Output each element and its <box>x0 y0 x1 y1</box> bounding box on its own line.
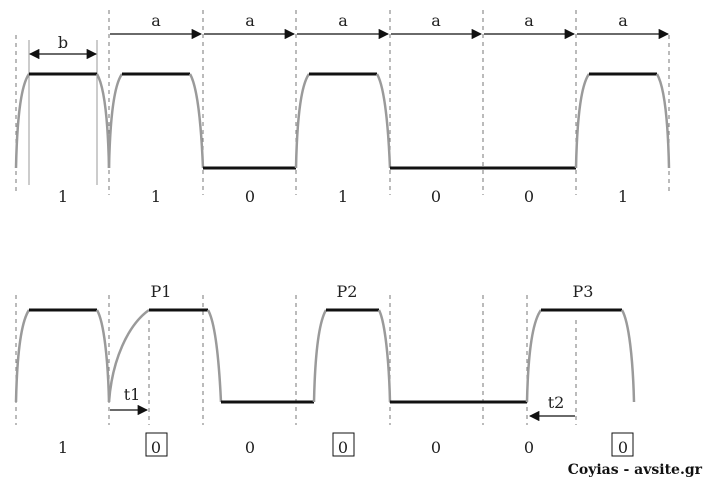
top-bit: 1 <box>58 187 68 206</box>
credit-text: Coyias - avsite.gr <box>568 462 703 478</box>
top-bit: 1 <box>338 187 348 206</box>
a-label: a <box>151 11 161 30</box>
a-markers: a a a a a a <box>110 11 670 40</box>
pulse-edge <box>525 309 543 403</box>
pulse-edge <box>312 309 328 403</box>
pulse-edge <box>107 308 150 403</box>
error-bit-box <box>611 432 634 457</box>
p1-label: P1 <box>151 282 172 301</box>
pulse-edge <box>107 73 124 169</box>
top-bit: 1 <box>618 187 628 206</box>
pulse-edge <box>14 73 31 169</box>
bottom-bit: 0 <box>245 438 255 457</box>
bottom-bit-labels: 1 0 0 0 0 0 0 <box>58 432 634 457</box>
top-bit: 1 <box>151 187 161 206</box>
t2-label: t2 <box>548 393 565 412</box>
p2-label: P2 <box>337 282 358 301</box>
a-label: a <box>431 11 441 30</box>
top-bit: 0 <box>245 187 255 206</box>
bottom-bit: 0 <box>618 438 628 457</box>
b-marker: b <box>28 33 98 185</box>
top-bit: 0 <box>431 187 441 206</box>
error-bit-box <box>332 432 355 457</box>
a-label: a <box>618 11 628 30</box>
pulse-edge <box>574 73 591 169</box>
t1-label: t1 <box>124 385 141 404</box>
bottom-bit: 0 <box>151 438 161 457</box>
pulse-edge <box>14 309 31 403</box>
bottom-guides <box>15 295 577 425</box>
error-bit-box <box>145 432 168 457</box>
pulse-edge <box>95 309 111 403</box>
pulse-edge <box>206 309 223 403</box>
bottom-waveform <box>14 308 636 404</box>
pulse-edge <box>188 73 205 169</box>
b-label: b <box>58 33 68 52</box>
p3-label: P3 <box>573 282 594 301</box>
bottom-bit: 0 <box>431 438 441 457</box>
bottom-bit: 1 <box>58 438 68 457</box>
pulse-edge <box>95 73 111 169</box>
top-waveform <box>14 72 671 170</box>
pulse-edge <box>294 73 311 169</box>
top-bit-labels: 1 1 0 1 0 0 1 <box>58 187 628 206</box>
a-label: a <box>338 11 348 30</box>
pulse-edge <box>377 309 392 403</box>
t2-marker: t2 <box>528 393 575 422</box>
pulse-edge <box>375 73 392 169</box>
t1-marker: t1 <box>110 385 149 416</box>
pulse-edge <box>655 73 671 169</box>
bottom-bit: 0 <box>338 438 348 457</box>
bottom-bit: 0 <box>524 438 534 457</box>
a-label: a <box>524 11 534 30</box>
a-label: a <box>245 11 255 30</box>
top-bit: 0 <box>524 187 534 206</box>
pulse-edge <box>620 309 636 403</box>
